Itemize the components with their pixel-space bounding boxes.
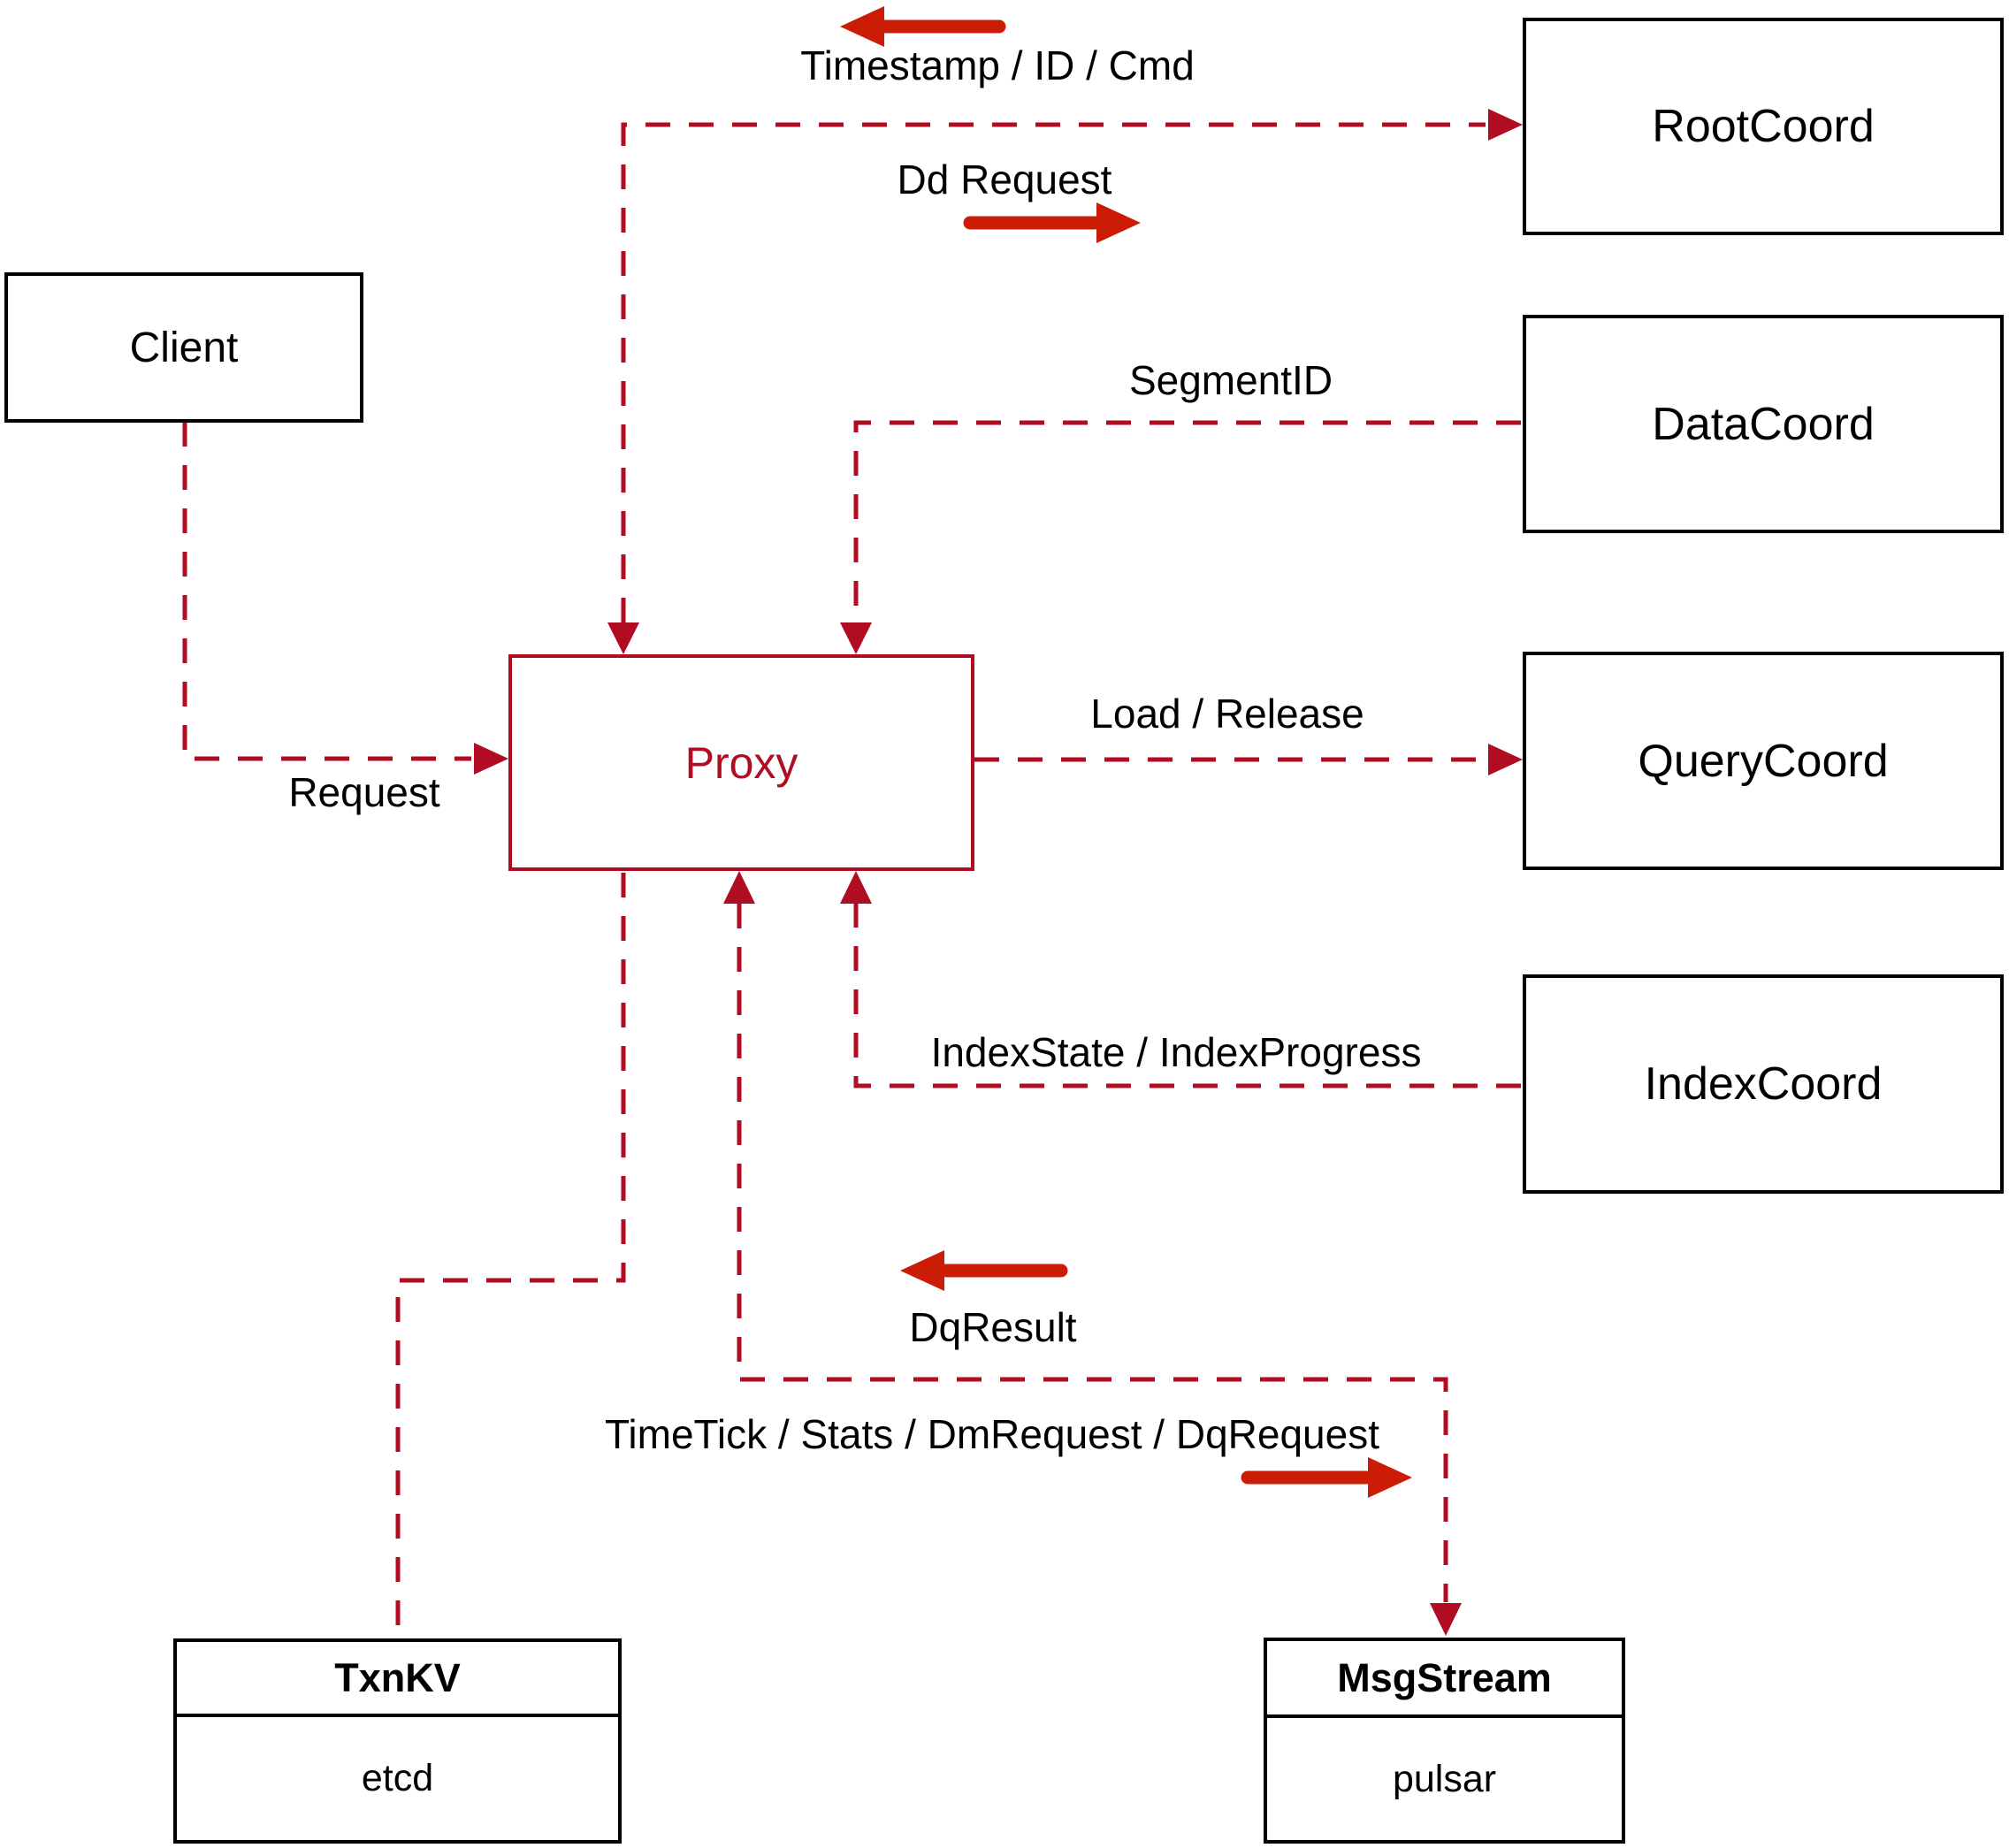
edge-label-time-tick: TimeTick / Stats / DmRequest / DqRequest bbox=[605, 1411, 1379, 1457]
arrowhead-into-proxy-left bbox=[474, 743, 508, 775]
edge-datacoord-proxy bbox=[853, 420, 1521, 622]
node-txnkv: TxnKV etcd bbox=[173, 1638, 622, 1844]
direction-arrowhead-left-dq-result bbox=[900, 1250, 944, 1291]
arrowhead-into-proxy-top-right bbox=[840, 622, 872, 654]
edge-label-request: Request bbox=[288, 769, 440, 815]
edge-label-load-release: Load / Release bbox=[1090, 691, 1364, 737]
node-proxy-label: Proxy bbox=[684, 737, 798, 788]
node-indexcoord-label: IndexCoord bbox=[1644, 1058, 1883, 1110]
node-txnkv-title: TxnKV bbox=[177, 1642, 618, 1717]
arrowhead-into-proxy-bottom-right bbox=[840, 871, 872, 904]
node-rootcoord: RootCoord bbox=[1523, 18, 2004, 235]
direction-arrowhead-left-timestamp bbox=[840, 6, 884, 47]
edge-proxy-msgstream bbox=[737, 904, 1448, 1602]
arrowhead-into-rootcoord bbox=[1488, 109, 1523, 141]
edge-client-proxy bbox=[182, 422, 471, 761]
arrowhead-into-proxy-bottom-mid bbox=[723, 871, 755, 904]
node-client: Client bbox=[4, 272, 363, 423]
edge-label-dd-request: Dd Request bbox=[897, 157, 1112, 202]
direction-arrowhead-right-dq-request bbox=[1368, 1457, 1412, 1498]
node-txnkv-impl: etcd bbox=[361, 1757, 434, 1799]
edge-indexcoord-proxy bbox=[853, 904, 1521, 1088]
arrowhead-into-proxy-top-left bbox=[607, 622, 639, 654]
node-proxy: Proxy bbox=[508, 654, 974, 871]
arrowhead-into-msgstream bbox=[1430, 1603, 1462, 1636]
node-msgstream: MsgStream pulsar bbox=[1264, 1638, 1625, 1844]
edge-proxy-rootcoord bbox=[621, 122, 1486, 622]
edge-label-segment-id: SegmentID bbox=[1128, 357, 1333, 403]
node-msgstream-impl: pulsar bbox=[1392, 1757, 1497, 1800]
node-querycoord: QueryCoord bbox=[1523, 652, 2004, 870]
node-datacoord-label: DataCoord bbox=[1652, 398, 1875, 450]
node-client-label: Client bbox=[129, 324, 239, 371]
node-msgstream-title: MsgStream bbox=[1267, 1641, 1622, 1718]
edge-label-timestamp: Timestamp / ID / Cmd bbox=[800, 42, 1195, 88]
edge-proxy-txnkv bbox=[395, 873, 626, 1637]
node-rootcoord-label: RootCoord bbox=[1652, 101, 1875, 152]
direction-arrowhead-right-dd-request bbox=[1096, 202, 1141, 243]
node-querycoord-label: QueryCoord bbox=[1638, 735, 1889, 787]
edge-label-index-state: IndexState / IndexProgress bbox=[930, 1029, 1422, 1075]
arrowhead-into-querycoord bbox=[1488, 744, 1523, 775]
node-datacoord: DataCoord bbox=[1523, 315, 2004, 533]
edge-label-dq-result: DqResult bbox=[909, 1304, 1077, 1350]
node-indexcoord: IndexCoord bbox=[1523, 974, 2004, 1194]
